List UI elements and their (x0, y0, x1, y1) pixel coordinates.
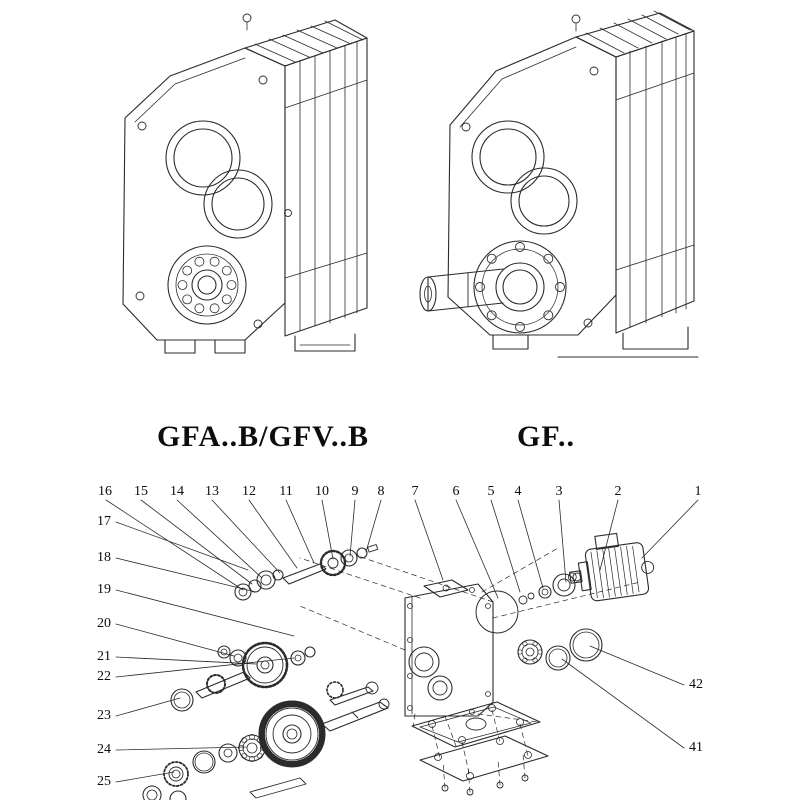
retaining-rings (517, 628, 603, 671)
callout-25: 25 (97, 774, 111, 789)
callout-12: 12 (242, 484, 256, 499)
callout-11: 11 (279, 484, 293, 499)
callout-8: 8 (377, 484, 385, 499)
callout-2: 2 (614, 484, 622, 499)
callout-1: 1 (694, 484, 702, 499)
callout-16: 16 (98, 484, 112, 499)
callout-3: 3 (555, 484, 563, 499)
output-gear-parts (142, 681, 390, 800)
callout-22: 22 (97, 669, 111, 684)
callout-19: 19 (97, 582, 111, 597)
callout-21: 21 (97, 649, 111, 664)
callout-17: 17 (97, 514, 111, 529)
caption-left-gearbox: GFA..B/GFV..B (157, 420, 369, 453)
motor (567, 532, 655, 602)
callout-23: 23 (97, 708, 111, 723)
callout-15: 15 (134, 484, 148, 499)
housing (404, 579, 494, 717)
callout-4: 4 (514, 484, 522, 499)
callout-41: 41 (689, 740, 703, 755)
intermediate-gear-parts (170, 641, 316, 712)
leader-lines (105, 499, 699, 783)
caption-right-gearbox: GF.. (517, 420, 575, 453)
callout-42: 42 (689, 677, 703, 692)
callout-7: 7 (411, 484, 419, 499)
callout-9: 9 (351, 484, 359, 499)
callout-13: 13 (205, 484, 219, 499)
callout-18: 18 (97, 550, 111, 565)
gearbox-drawing-left (122, 13, 368, 354)
callout-20: 20 (97, 616, 111, 631)
callout-10: 10 (315, 484, 329, 499)
callout-24: 24 (97, 742, 111, 757)
mounting-plates (411, 701, 549, 796)
callout-14: 14 (170, 484, 184, 499)
input-shaft-parts (234, 544, 379, 601)
exploded-view (105, 499, 699, 800)
callout-6: 6 (452, 484, 460, 499)
gearbox-drawing-right (419, 10, 699, 358)
motor-side-parts (475, 532, 655, 634)
callout-5: 5 (487, 484, 495, 499)
